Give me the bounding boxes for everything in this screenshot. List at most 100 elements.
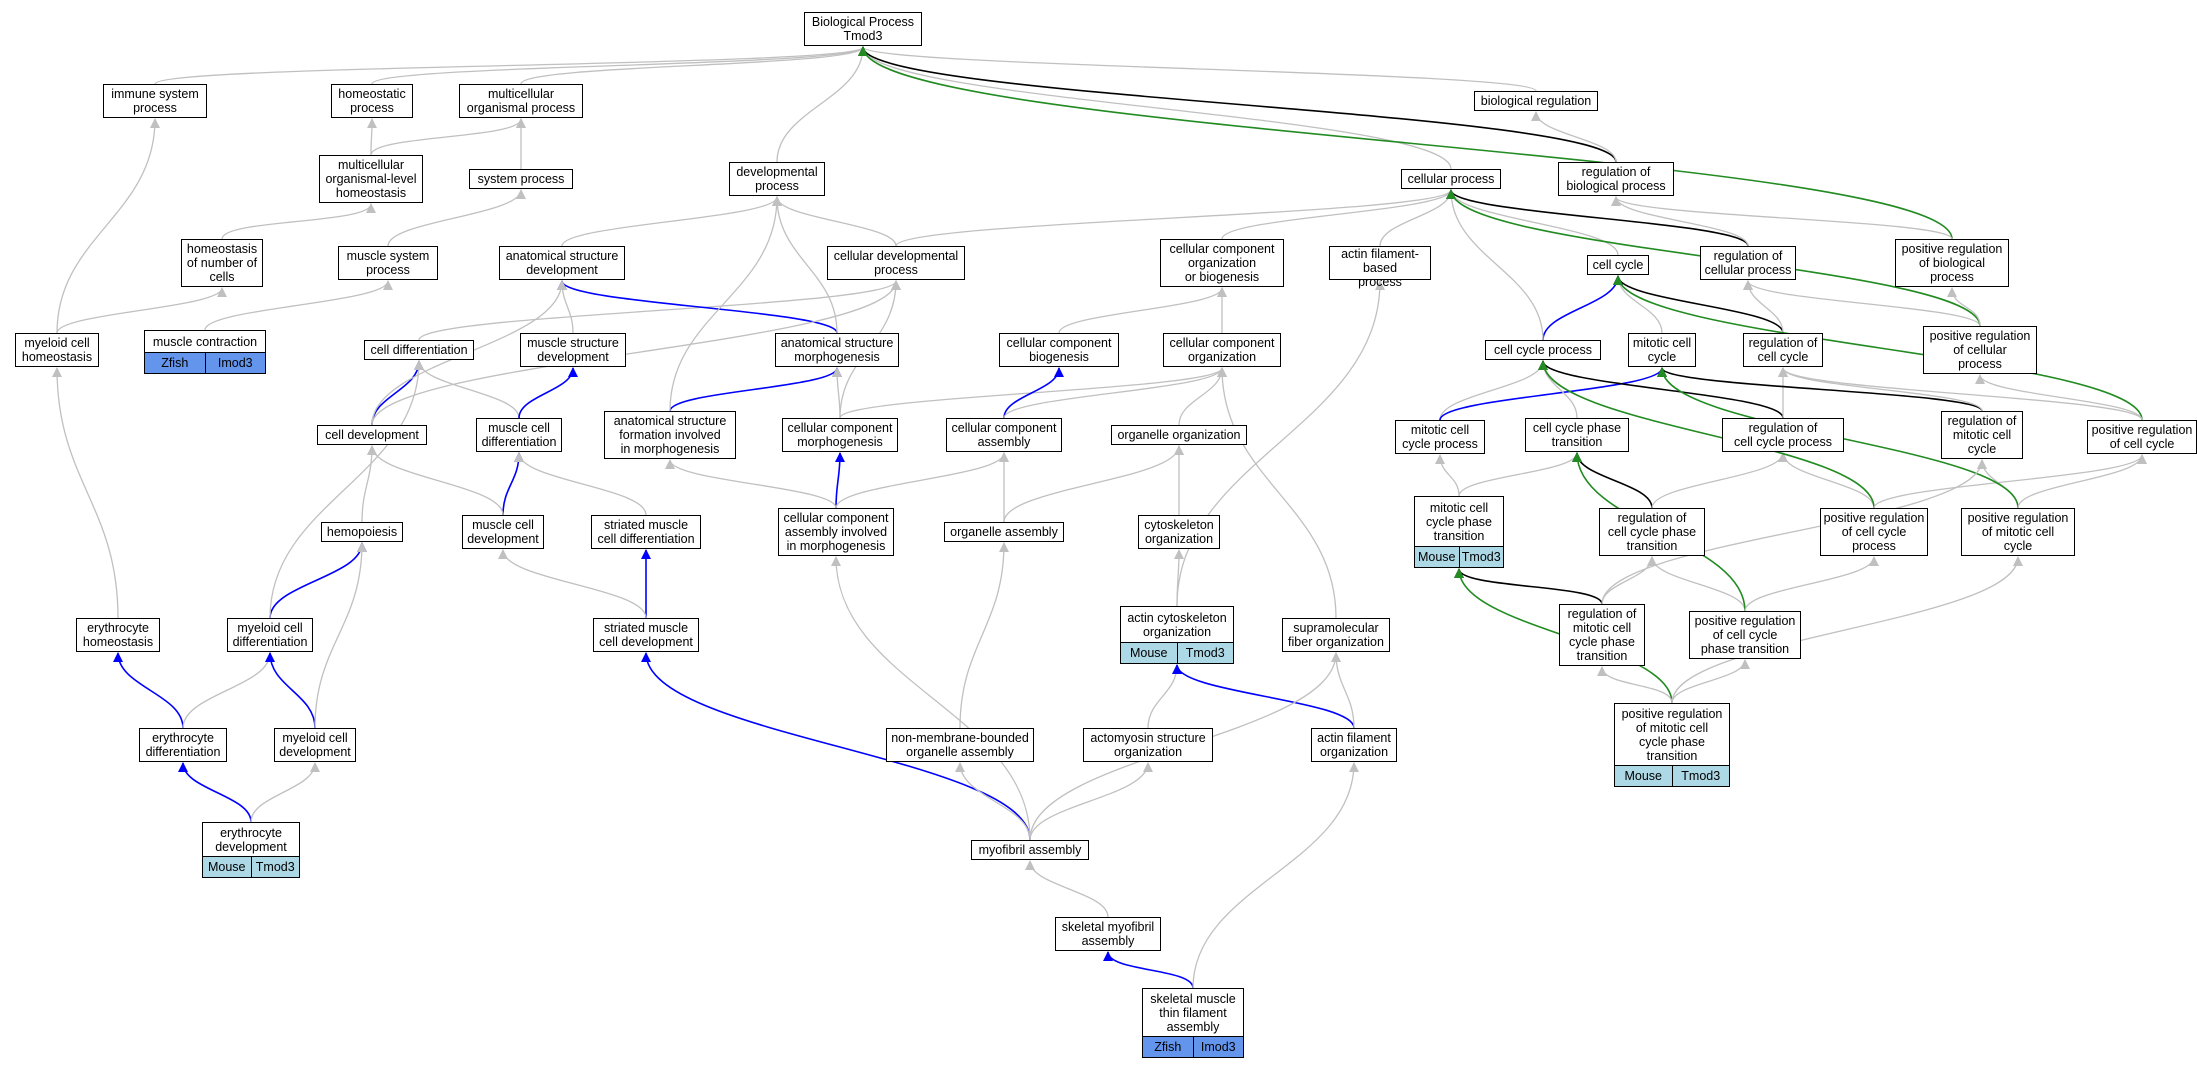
node-label: positive regulation of mitotic cell cycl… xyxy=(1621,706,1723,763)
node-anat-form[interactable]: anatomical structure formation involved … xyxy=(604,411,736,459)
node-anat-dev[interactable]: anatomical structure development xyxy=(499,246,625,280)
node-label: cell cycle xyxy=(1592,258,1644,272)
edge-pos_reg_mitotic_phase-to-reg_mitotic_phase xyxy=(1597,666,1673,704)
edge-reg_mitotic_phase-to-reg_mitotic xyxy=(1601,459,1987,605)
node-reg-cc[interactable]: regulation of cell cycle xyxy=(1743,333,1823,367)
edge-striated_dev-to-muscle_cell_dev xyxy=(498,549,647,619)
node-label: positive regulation of cell cycle proces… xyxy=(1823,511,1925,553)
node-homeostatic[interactable]: homeostatic process xyxy=(331,84,413,118)
node-label: striated muscle cell differentiation xyxy=(597,518,695,546)
edge-pos_reg_cell-to-reg_cell_proc xyxy=(1743,280,1981,327)
node-reg-phase-trans[interactable]: regulation of cell cycle phase transitio… xyxy=(1599,508,1705,556)
edge-reg_phase_trans-to-reg_cc_proc xyxy=(1651,452,1788,509)
node-ery-homeo[interactable]: erythrocyte homeostasis xyxy=(76,618,160,652)
node-muscle-struct-dev[interactable]: muscle structure development xyxy=(520,333,626,367)
node-cc-assembly[interactable]: cellular component assembly xyxy=(946,418,1062,452)
node-ery-diff[interactable]: erythrocyte differentiation xyxy=(139,728,227,762)
node-pos-reg-cc-proc[interactable]: positive regulation of cell cycle proces… xyxy=(1820,508,1928,556)
node-hemopoiesis[interactable]: hemopoiesis xyxy=(321,522,403,542)
edge-reg_cell_proc-to-reg_bio xyxy=(1611,196,1749,247)
node-homeo-num[interactable]: homeostasis of number of cells xyxy=(181,239,263,287)
node-ccobiog[interactable]: cellular component organization or bioge… xyxy=(1160,239,1284,287)
node-muscle-cell-dev[interactable]: muscle cell development xyxy=(462,515,544,549)
node-reg-mitotic-phase[interactable]: regulation of mitotic cell cycle phase t… xyxy=(1559,604,1645,666)
node-cell-dev-proc[interactable]: cellular developmental process xyxy=(827,246,965,280)
node-label: regulation of biological process xyxy=(1566,165,1666,193)
node-pos-reg-cc[interactable]: positive regulation of cell cycle xyxy=(2087,420,2197,454)
node-cc-assembly-morph[interactable]: cellular component assembly involved in … xyxy=(778,508,894,556)
node-cell-development[interactable]: cell development xyxy=(317,425,427,445)
node-striated-diff[interactable]: striated muscle cell differentiation xyxy=(591,515,701,549)
node-cytoskel-org[interactable]: cytoskeleton organization xyxy=(1138,515,1220,549)
node-reg-cell-proc[interactable]: regulation of cellular process xyxy=(1700,246,1796,280)
node-cc-org[interactable]: cellular component organization xyxy=(1163,333,1281,367)
node-cc-proc[interactable]: cell cycle process xyxy=(1485,340,1601,360)
node-mitotic-cc-proc[interactable]: mitotic cell cycle process xyxy=(1395,420,1485,454)
node-label: erythrocyte differentiation xyxy=(145,731,221,759)
node-label: cytoskeleton organization xyxy=(1144,518,1214,546)
node-cell-cycle[interactable]: cell cycle xyxy=(1587,255,1649,275)
node-reg-bio[interactable]: regulation of biological process xyxy=(1558,162,1674,196)
edge-cc_assembly_morph-to-anat_form xyxy=(665,459,837,509)
edge-reg_cc-to-cell_cycle xyxy=(1613,275,1784,334)
node-pos-reg-mitotic-phase[interactable]: positive regulation of mitotic cell cycl… xyxy=(1614,703,1730,787)
node-mo-homeo[interactable]: multicellular organismal-level homeostas… xyxy=(319,155,423,203)
node-anat-morph[interactable]: anatomical structure morphogenesis xyxy=(775,333,899,367)
edge-cc_morph-to-anat_morph xyxy=(832,367,843,419)
edge-multicell_proc-to-bp xyxy=(520,46,868,85)
node-label: anatomical structure morphogenesis xyxy=(780,336,894,364)
edge-homeostatic-to-bp xyxy=(371,46,868,85)
gene-tag: Tmod3 xyxy=(250,857,299,877)
node-dev-proc[interactable]: developmental process xyxy=(729,162,825,196)
node-nonmem[interactable]: non-membrane-bounded organelle assembly xyxy=(886,728,1034,762)
node-actin-fil-org[interactable]: actin filament organization xyxy=(1311,728,1397,762)
edge-cc_assembly-to-cc_biog xyxy=(1003,367,1064,419)
node-skel-myofibril[interactable]: skeletal myofibril assembly xyxy=(1055,917,1161,951)
node-multicell-proc[interactable]: multicellular organismal process xyxy=(459,84,583,118)
node-reg-mitotic[interactable]: regulation of mitotic cell cycle xyxy=(1941,411,2023,459)
edge-reg_mitotic_phase-to-mitotic_phase_trans xyxy=(1454,568,1603,605)
node-muscle-cell-diff[interactable]: muscle cell differentiation xyxy=(476,418,562,452)
node-bp[interactable]: Biological Process Tmod3 xyxy=(804,12,922,46)
node-actin-based[interactable]: actin filament-based process xyxy=(1329,246,1431,289)
node-mitotic-cc[interactable]: mitotic cell cycle xyxy=(1628,333,1696,367)
node-bioreg[interactable]: biological regulation xyxy=(1474,91,1598,111)
edge-pos_reg_cc_proc-to-cc_proc xyxy=(1538,360,1875,509)
node-muscle-sys[interactable]: muscle system process xyxy=(338,246,438,280)
node-cc-phase-trans[interactable]: cell cycle phase transition xyxy=(1525,418,1629,452)
node-striated-dev[interactable]: striated muscle cell development xyxy=(593,618,699,652)
node-label: skeletal muscle thin filament assembly xyxy=(1150,991,1236,1034)
node-myeloid-diff[interactable]: myeloid cell differentiation xyxy=(227,618,313,652)
node-label: supramolecular fiber organization xyxy=(1288,621,1384,649)
node-immune[interactable]: immune system process xyxy=(103,84,207,118)
node-pos-reg-bio[interactable]: positive regulation of biological proces… xyxy=(1895,239,2009,287)
node-label: cellular component assembly involved in … xyxy=(783,511,889,553)
node-cc-morph[interactable]: cellular component morphogenesis xyxy=(782,418,898,452)
node-reg-cc-proc[interactable]: regulation of cell cycle process xyxy=(1722,418,1844,452)
node-organelle-org[interactable]: organelle organization xyxy=(1111,425,1247,445)
node-actomyosin[interactable]: actomyosin structure organization xyxy=(1083,728,1213,762)
node-cell-diff[interactable]: cell differentiation xyxy=(364,340,474,360)
node-label: cell development xyxy=(325,428,419,442)
node-organelle-assembly[interactable]: organelle assembly xyxy=(944,522,1064,542)
node-pos-reg-phase[interactable]: positive regulation of cell cycle phase … xyxy=(1689,611,1801,659)
node-myeloid-homeo[interactable]: myeloid cell homeostasis xyxy=(15,333,99,367)
node-supramol[interactable]: supramolecular fiber organization xyxy=(1282,618,1390,652)
node-cc-biog[interactable]: cellular component biogenesis xyxy=(999,333,1119,367)
edge-mitotic_phase_trans-to-mitotic_cc_proc xyxy=(1435,454,1460,497)
node-pos-reg-mitotic[interactable]: positive regulation of mitotic cell cycl… xyxy=(1961,508,2075,556)
node-cell-proc[interactable]: cellular process xyxy=(1401,169,1501,189)
node-system-proc[interactable]: system process xyxy=(469,169,573,189)
node-label: cell cycle process xyxy=(1494,343,1592,357)
node-label: actin filament organization xyxy=(1317,731,1391,759)
node-myeloid-dev[interactable]: myeloid cell development xyxy=(274,728,356,762)
species-tag: Mouse xyxy=(1121,643,1177,663)
node-pos-reg-cell[interactable]: positive regulation of cellular process xyxy=(1923,326,2037,374)
node-myofibril[interactable]: myofibril assembly xyxy=(971,840,1089,860)
